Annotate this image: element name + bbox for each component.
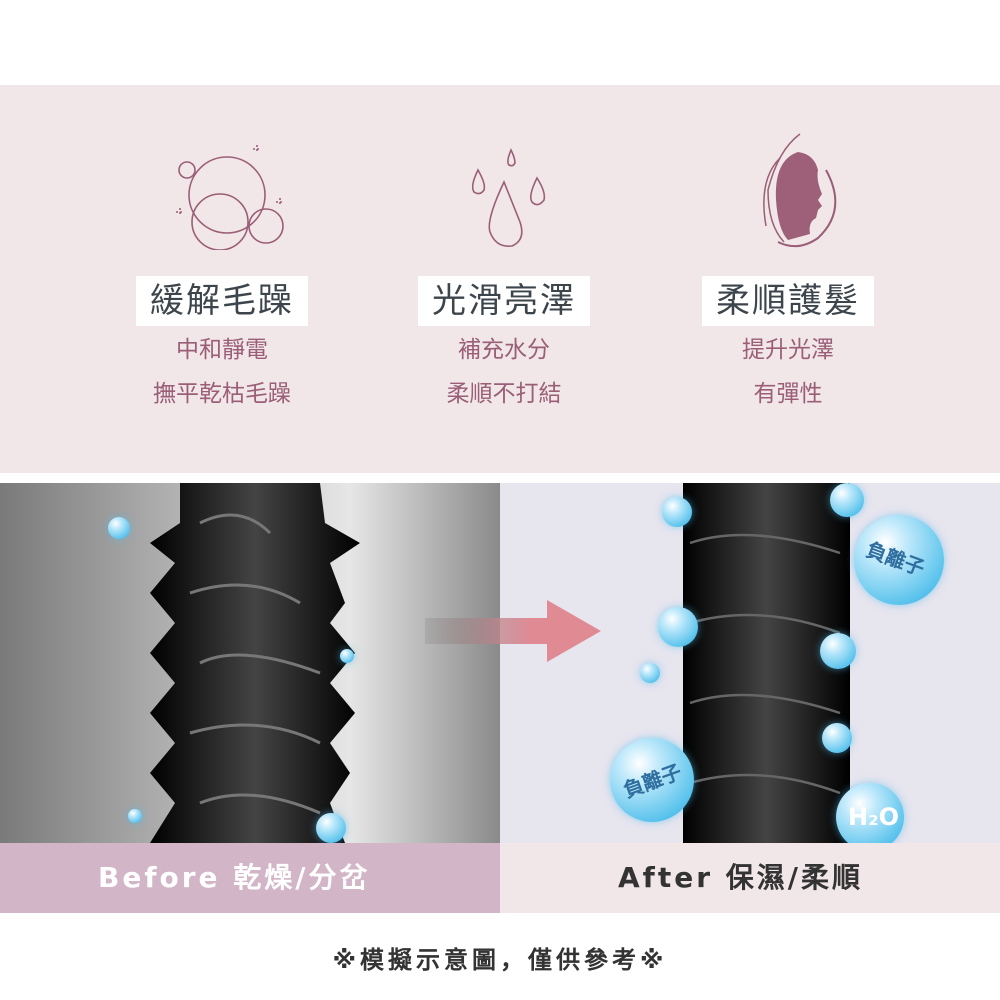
bubbles-icon (176, 145, 284, 250)
feature-title: 柔順護髮 (702, 276, 874, 326)
woman-profile-icon (763, 133, 837, 248)
water-drops-icon (471, 148, 546, 248)
feature-line: 撫平乾枯毛躁 (153, 381, 291, 407)
feature-shine: 光滑亮澤 補充水分 柔順不打結 (354, 130, 654, 416)
feature-line: 補充水分 (458, 337, 550, 363)
feature-frizz: 緩解毛躁 中和靜電 撫平乾枯毛躁 (72, 130, 372, 416)
after-hair-image: 負離子 負離子 H₂O (500, 483, 1000, 843)
healthy-hair-illustration (683, 483, 850, 843)
feature-line: 柔順不打結 (446, 381, 562, 407)
arrow-icon (425, 600, 601, 662)
damaged-hair-illustration (150, 483, 360, 843)
before-label: Before 乾燥/分岔 (0, 843, 500, 913)
feature-line: 有彈性 (753, 381, 823, 407)
feature-title: 緩解毛躁 (136, 276, 308, 326)
feature-title: 光滑亮澤 (418, 276, 590, 326)
water-label: H₂O (848, 803, 899, 831)
feature-line: 提升光澤 (742, 337, 834, 363)
before-hair-image (0, 483, 500, 843)
disclaimer-note: ※模擬示意圖，僅供參考※ (332, 946, 668, 974)
feature-care: 柔順護髮 提升光澤 有彈性 (638, 130, 938, 416)
feature-line: 中和靜電 (176, 337, 268, 363)
after-label: After 保濕/柔順 (500, 843, 1000, 913)
